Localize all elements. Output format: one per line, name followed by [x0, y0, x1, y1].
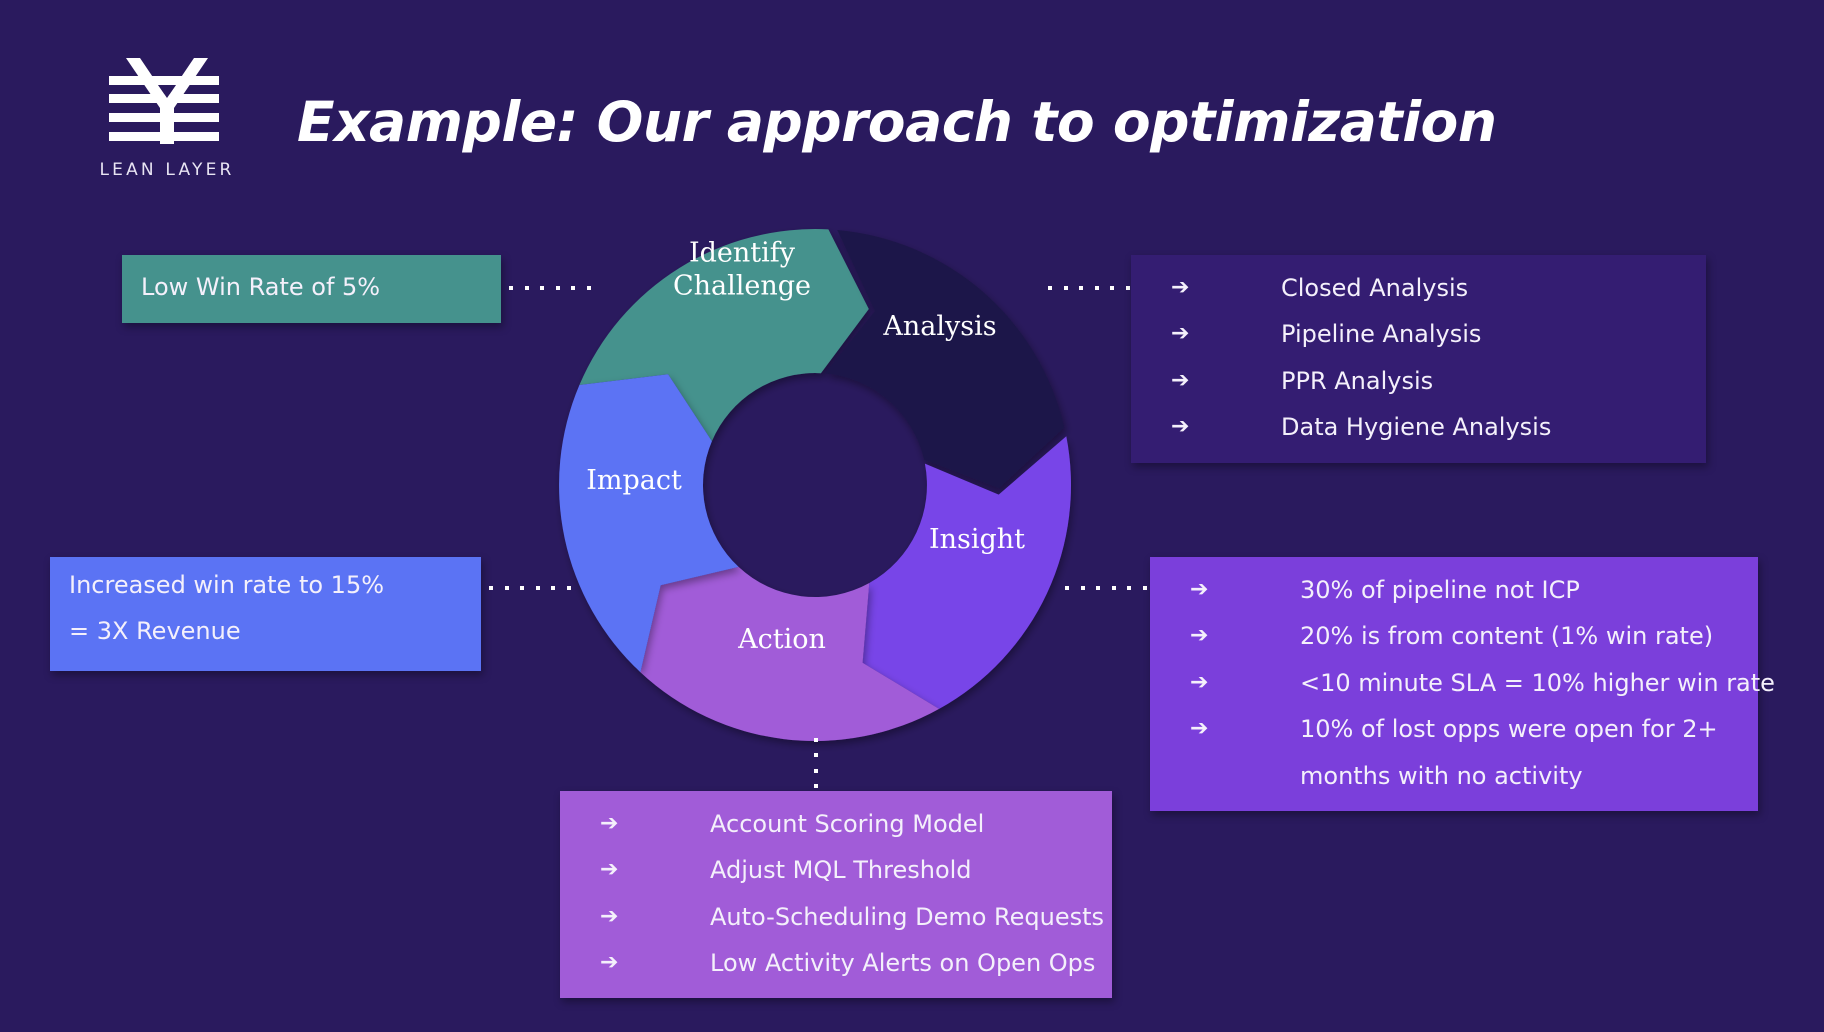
connector-dot: [586, 286, 591, 290]
cycle-segment-challenge: [579, 229, 869, 442]
arrow-right-icon: ➔: [600, 950, 619, 976]
impact-text-line: = 3X Revenue: [69, 617, 241, 645]
cycle-label-analysis: Analysis: [882, 311, 996, 342]
cycle-segment-impact: [559, 374, 739, 673]
list-item-text: Account Scoring Model: [710, 810, 985, 838]
connector-dot: [489, 586, 493, 590]
connector-dot: [571, 286, 575, 290]
arrow-right-icon: ➔: [600, 903, 619, 929]
connector-dot: [1110, 286, 1114, 290]
arrow-right-icon: ➔: [600, 811, 619, 836]
connector-dot: [504, 586, 509, 590]
connector-dot: [535, 586, 540, 590]
list-item-text: 20% is from content (1% win rate): [1300, 622, 1714, 651]
connector-dot: [1096, 586, 1100, 590]
list-item-text: months with no activity: [1300, 761, 1583, 790]
challenge-box: Low Win Rate of 5%: [122, 255, 501, 323]
action-box: ➔ Account Scoring Model ➔ Adjust MQL Thr…: [560, 791, 1112, 998]
lean-layer-logo: LEAN LAYER: [92, 54, 242, 184]
challenge-text: Low Win Rate of 5%: [141, 273, 381, 301]
connector-dot: [1080, 586, 1085, 590]
analysis-box: ➔ Closed Analysis ➔ Pipeline Analysis ➔ …: [1131, 255, 1706, 463]
connector-dot: [524, 286, 529, 290]
list-item-text: PPR Analysis: [1281, 366, 1434, 395]
connector-dot: [1125, 286, 1130, 290]
connector-dot: [509, 286, 513, 290]
connector-dot: [814, 753, 818, 758]
connector-dot: [1094, 286, 1099, 290]
cycle-label-insight: Insight: [929, 524, 1025, 555]
list-item-text: 10% of lost opps were open for 2+: [1300, 715, 1718, 744]
list-item-text: Data Hygiene Analysis: [1281, 413, 1552, 442]
arrow-right-icon: ➔: [1171, 367, 1190, 393]
connector-dot: [1111, 586, 1116, 590]
lean-layer-logo-icon: [109, 58, 219, 144]
connector-dot: [1079, 286, 1083, 290]
brand-name: LEAN LAYER: [99, 160, 235, 180]
connector-dot: [814, 768, 818, 773]
connector-dot: [1142, 586, 1147, 590]
connector-dot: [555, 286, 560, 290]
arrow-right-icon: ➔: [1190, 623, 1209, 649]
connector-dot: [551, 586, 555, 590]
connector-dot: [1127, 586, 1131, 590]
cycle-segment-insight: [862, 436, 1071, 709]
cycle-label-action: Action: [737, 624, 826, 655]
list-item-text: 30% of pipeline not ICP: [1300, 576, 1580, 604]
connector-dot: [520, 586, 524, 590]
connector-dot: [1048, 286, 1052, 290]
arrow-right-icon: ➔: [1171, 275, 1190, 300]
page-title: Example: Our approach to optimization: [297, 90, 1497, 154]
cycle-segment-analysis: [824, 230, 1065, 489]
list-item-text: Auto-Scheduling Demo Requests: [710, 902, 1105, 931]
arrow-right-icon: ➔: [1190, 716, 1209, 742]
impact-box: Increased win rate to 15% = 3X Revenue: [50, 557, 481, 671]
list-item-text: Adjust MQL Threshold: [710, 856, 972, 885]
list-item-text: Closed Analysis: [1281, 274, 1469, 302]
list-item-text: <10 minute SLA = 10% higher win rate: [1300, 668, 1775, 697]
arrow-right-icon: ➔: [1190, 577, 1209, 602]
connector-dot: [1063, 286, 1068, 290]
arrow-right-icon: ➔: [1171, 321, 1190, 347]
insight-box: ➔ 30% of pipeline not ICP ➔ 20% is from …: [1150, 557, 1775, 811]
arrow-right-icon: ➔: [1190, 669, 1209, 695]
connector-dot: [814, 783, 818, 788]
connector-dot: [566, 586, 571, 590]
arrow-right-icon: ➔: [600, 857, 619, 883]
arrow-right-icon: ➔: [1171, 414, 1190, 440]
connector-dot: [1065, 586, 1069, 590]
cycle-label-impact: Impact: [586, 465, 682, 496]
cycle-segment-action: [640, 566, 940, 741]
connector-dot: [540, 286, 544, 290]
impact-text-line: Increased win rate to 15%: [69, 571, 385, 599]
list-item-text: Pipeline Analysis: [1281, 320, 1482, 349]
connector-dot: [814, 738, 818, 742]
list-item-text: Low Activity Alerts on Open Ops: [710, 949, 1096, 978]
